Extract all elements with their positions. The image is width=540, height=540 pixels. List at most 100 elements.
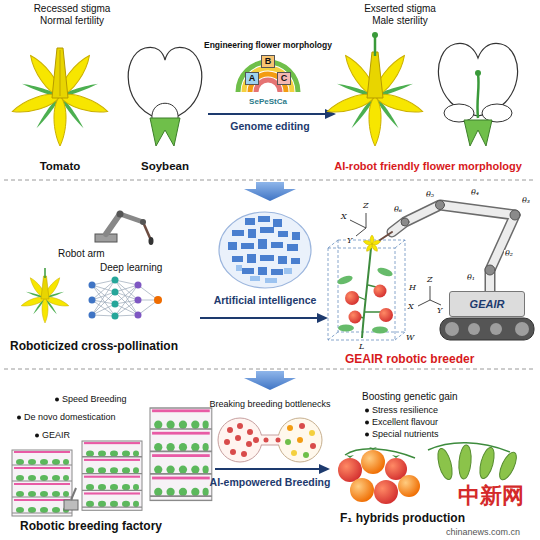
species-name: Soybean: [141, 160, 189, 173]
ai-brain: [232, 256, 243, 262]
tomato-fruits: [374, 480, 398, 504]
bottleneck: [259, 435, 281, 445]
tomato-flower: [374, 36, 377, 56]
section-result: F₁ hybrids production: [340, 512, 465, 526]
ai-brain: [258, 239, 267, 249]
section-title: Robotic breeding factory: [20, 520, 162, 534]
annotation: Boosting genetic gain: [362, 391, 458, 403]
process-arrow: [208, 113, 326, 115]
tomato-flower: [41, 276, 49, 299]
bottleneck: [218, 418, 262, 462]
bottleneck: [291, 450, 297, 456]
axis-arrows: [350, 220, 366, 228]
soybean-flower: [482, 104, 512, 122]
ai-brain: [236, 265, 292, 283]
tomato-fruits: [369, 447, 377, 450]
bottleneck: [230, 449, 236, 455]
robot-arm-icon: [106, 214, 120, 234]
tomato-plant: [362, 248, 371, 338]
tomato-fruits: [346, 455, 354, 458]
robot-arm: [401, 201, 520, 276]
ai-brain: [278, 256, 287, 264]
workspace-box: [328, 332, 338, 340]
neural-network: [135, 282, 142, 319]
ai-brain: [271, 269, 283, 275]
bottleneck: [299, 423, 305, 429]
tomato-fruits: [338, 447, 420, 504]
section-result: GEAIR robotic breeder: [345, 353, 474, 367]
tomato-flower: [11, 48, 110, 146]
component-label: Deep learning: [100, 262, 162, 274]
robot-arm: [392, 205, 515, 292]
joint-angle: θ₂: [504, 250, 514, 258]
robot-tracks: [440, 318, 534, 340]
tomato-plant: [363, 235, 381, 252]
growth-rack: [12, 408, 212, 516]
ai-brain: [250, 276, 260, 281]
dashed-separator: [4, 369, 536, 370]
robot-tracks: [445, 322, 459, 336]
ai-brain: [265, 278, 277, 283]
joint-angle: θ₃: [521, 197, 531, 205]
process-arrow: [215, 468, 320, 470]
annotation: Breaking breeding bottlenecks: [209, 399, 330, 409]
box-text: C: [281, 73, 288, 84]
tomato-flower: [42, 298, 48, 323]
axis-label: X: [340, 213, 348, 221]
model-label: SePeStCa: [249, 97, 287, 106]
ai-brain: [219, 212, 311, 288]
bullet-text: Speed Breeding: [62, 394, 127, 404]
bottleneck: [285, 439, 291, 445]
joint-angle: θ₄: [470, 189, 480, 197]
process-arrow: [208, 109, 336, 119]
neural-network: [112, 277, 119, 320]
joint-angle: θ₅: [425, 191, 435, 199]
soybean-pods: [477, 446, 497, 480]
soybean-flower: [464, 120, 492, 146]
bottleneck: [237, 423, 243, 429]
robot-arm: [401, 218, 409, 226]
axis-label: Z: [426, 276, 434, 284]
abc-model: [244, 68, 292, 92]
tomato-plant: [363, 239, 373, 245]
process-arrow: [317, 313, 328, 323]
neural-network: [92, 280, 158, 316]
ai-brain: [232, 230, 244, 236]
gene-class-box: C: [277, 72, 292, 85]
box-text: B: [265, 56, 272, 67]
tomato-flower: [54, 96, 66, 146]
tomato-plant: [338, 325, 354, 332]
ai-brain: [241, 243, 254, 249]
bottleneck: [224, 423, 269, 457]
ai-brain: [287, 244, 298, 251]
tomato-fruits: [392, 455, 400, 458]
dimension-label: L: [358, 343, 365, 351]
neural-network: [89, 282, 96, 319]
robot-tracks: [440, 318, 534, 340]
bottleneck: [227, 427, 233, 433]
ai-brain: [258, 267, 267, 275]
bullet-dots: [365, 421, 369, 425]
soybean-flower: [475, 70, 481, 76]
ai-brain: [260, 227, 274, 233]
box-text: A: [249, 73, 256, 84]
bottleneck: [261, 435, 279, 436]
growth-rack: [71, 488, 76, 500]
soybean-pods: [435, 447, 455, 481]
axis-label: X: [407, 303, 415, 311]
arrow-label: Genome editing: [230, 120, 309, 132]
bottleneck: [276, 423, 317, 458]
ai-brain: [273, 219, 282, 227]
bottleneck: [247, 429, 253, 435]
tomato-flower: [372, 32, 378, 38]
ai-brain: [284, 268, 292, 274]
neural-network: [89, 312, 96, 319]
soybean-pods: [496, 450, 520, 482]
watermark: 中新网: [458, 484, 524, 508]
tomato-flower: [369, 96, 381, 146]
tomato-fruits: [350, 478, 374, 502]
axis-arrows: [366, 213, 367, 228]
tomato-fruits: [346, 447, 400, 458]
neural-network: [112, 301, 119, 308]
joint-angle: θ₁: [466, 274, 476, 282]
